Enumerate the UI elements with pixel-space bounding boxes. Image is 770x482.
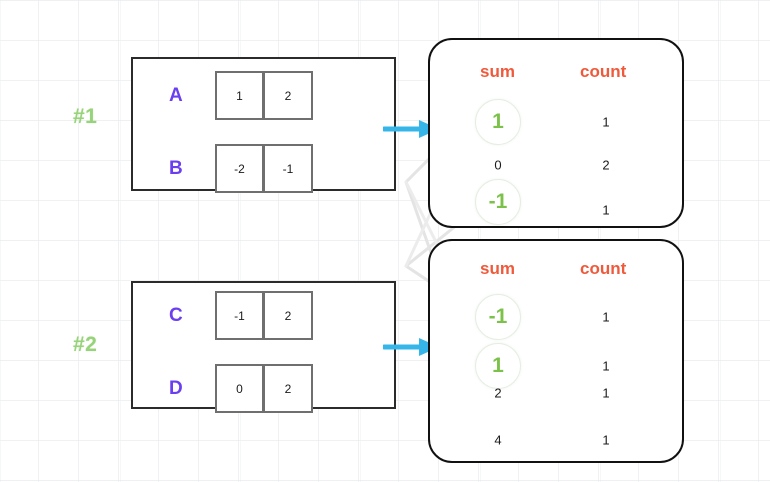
panel-2-count-3: 1 [602, 385, 610, 401]
panel-2-header-sum: sum [480, 259, 515, 278]
panel-1-sum-2: 0 [494, 157, 502, 173]
input-row-a: A 1 2 [169, 71, 313, 120]
row-cells-a: 1 2 [215, 71, 313, 120]
cell-d-2: 2 [264, 364, 313, 413]
row-label-c: C [169, 304, 183, 326]
row-label-a: A [169, 84, 183, 106]
row-cells-d: 0 2 [215, 364, 313, 413]
panel-2-sum-1: -1 [475, 294, 521, 340]
input-row-b: B -2 -1 [169, 144, 313, 193]
step-label-1: #1 [73, 105, 98, 128]
panel-1: sum count 1 1 0 2 -1 1 [428, 38, 684, 228]
cell-c-1: -1 [215, 291, 264, 340]
row-cells-c: -1 2 [215, 291, 313, 340]
panel-2-count-1: 1 [602, 309, 610, 325]
step-label-2: #2 [73, 333, 98, 356]
cell-b-1: -2 [215, 144, 264, 193]
panel-2-sum-2: 1 [475, 343, 521, 389]
cell-a-1: 1 [215, 71, 264, 120]
cell-a-2: 2 [264, 71, 313, 120]
panel-2-count-4: 1 [602, 432, 610, 448]
cell-b-2: -1 [264, 144, 313, 193]
row-label-b: B [169, 157, 183, 179]
panel-1-header-count: count [580, 62, 627, 81]
panel-2: sum count -1 1 1 1 2 1 4 1 [428, 239, 684, 463]
panel-1-sum-1: 1 [475, 99, 521, 145]
input-row-d: D 0 2 [169, 364, 313, 413]
panel-2-count-2: 1 [602, 358, 610, 374]
panel-2-sum-3: 2 [494, 385, 502, 401]
row-label-d: D [169, 377, 183, 399]
panel-1-header-sum: sum [480, 62, 515, 81]
panel-2-header-count: count [580, 259, 627, 278]
input-box-1: A 1 2 B -2 -1 [131, 57, 396, 193]
panel-1-count-2: 2 [602, 157, 610, 173]
panel-1-count-3: 1 [602, 202, 610, 218]
panel-2-sum-4: 4 [494, 432, 502, 448]
row-cells-b: -2 -1 [215, 144, 313, 193]
panel-1-sum-3: -1 [475, 179, 521, 225]
cell-d-1: 0 [215, 364, 264, 413]
cell-c-2: 2 [264, 291, 313, 340]
input-row-c: C -1 2 [169, 291, 313, 340]
input-box-2: C -1 2 D 0 2 [131, 281, 396, 413]
panel-1-count-1: 1 [602, 114, 610, 130]
